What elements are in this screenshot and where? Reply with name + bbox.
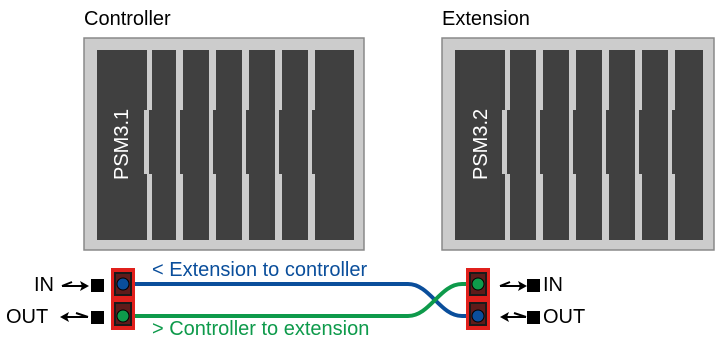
controller-in-plug <box>116 277 130 291</box>
controller-connector <box>111 268 135 330</box>
extension-out-label: OUT <box>543 306 585 328</box>
cables: < Extension to controller > Controller t… <box>124 259 478 340</box>
controller-psm-module <box>97 50 147 240</box>
extension-in-plug <box>471 277 485 291</box>
upper-connection-label: < Extension to controller <box>152 259 367 281</box>
extension-unit: Extension PSM3.2 <box>441 8 715 251</box>
extension-slot-module <box>606 50 635 240</box>
controller-port-labels: IN OUT <box>6 274 104 328</box>
in-arrow-icon <box>499 279 540 292</box>
controller-out-plug <box>116 309 130 323</box>
extension-slot-module <box>540 50 569 240</box>
controller-in-label: IN <box>34 274 54 296</box>
extension-slot-module <box>672 50 703 240</box>
controller-slot-module <box>180 50 209 240</box>
extension-title: Extension <box>442 8 530 30</box>
controller-slot-module <box>246 50 275 240</box>
extension-in-label: IN <box>543 274 563 296</box>
controller-slot-module <box>213 50 242 240</box>
controller-slot-module <box>149 50 176 240</box>
controller-slot-module <box>279 50 308 240</box>
controller-slot-module <box>312 50 354 240</box>
lower-connection-label: > Controller to extension <box>152 318 369 340</box>
out-arrow-icon <box>60 311 104 324</box>
extension-port-labels: IN OUT <box>499 274 585 328</box>
extension-out-plug <box>471 309 485 323</box>
extension-psm-module <box>455 50 505 240</box>
extension-connector <box>466 268 490 330</box>
in-arrow-icon <box>61 279 104 292</box>
controller-module-label: PSM3.1 <box>111 109 133 180</box>
extension-slot-module <box>639 50 668 240</box>
controller-unit: Controller PSM3.1 <box>83 8 365 251</box>
out-arrow-icon <box>500 311 540 324</box>
controller-out-label: OUT <box>6 306 48 328</box>
extension-slot-module <box>573 50 602 240</box>
extension-slot-module <box>507 50 536 240</box>
controller-title: Controller <box>84 8 171 30</box>
cable-controller-to-extension <box>124 282 478 318</box>
extension-module-label: PSM3.2 <box>470 109 492 180</box>
